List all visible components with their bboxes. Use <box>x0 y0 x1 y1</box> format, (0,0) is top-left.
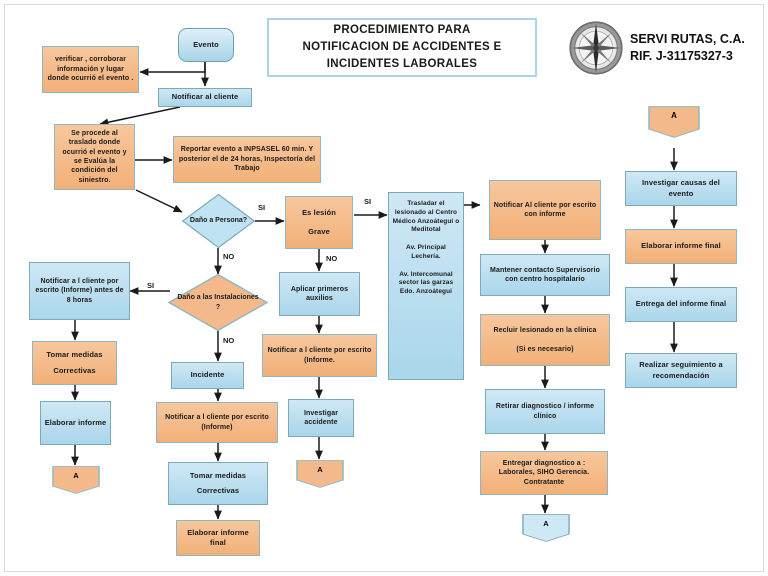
connector-a-far-right-label: A <box>671 111 677 120</box>
node-entregar-diagnostico[interactable]: Entregar diagnostico a : Laborales, SIHO… <box>480 451 608 495</box>
compass-rose-icon <box>569 21 623 75</box>
node-dano-instalaciones-label: Daño a las Instalaciones ? <box>177 294 259 311</box>
connector-a-left[interactable]: A <box>52 466 100 494</box>
node-recluir-line-2: (Si es necesario) <box>516 345 574 353</box>
node-elaborar-informe-final-label: Elaborar informe final <box>641 241 721 251</box>
node-notificar-escrito-informe-label: Notificar a l cliente por escrito (Infor… <box>267 347 372 364</box>
page-title-line-2: NOTIFICACION DE ACCIDENTES E <box>302 40 502 53</box>
node-investigar-accidente[interactable]: Investigar accidente <box>288 399 354 437</box>
connector-a-far-right[interactable]: A <box>648 106 700 138</box>
node-tomar-medidas-2-line-2: Correctivas <box>196 486 240 496</box>
node-dano-instalaciones[interactable]: Daño a las Instalaciones ? <box>168 274 268 331</box>
node-notificar-escrito-informe[interactable]: Notificar a l cliente por escrito (Infor… <box>262 334 377 377</box>
page-title-line-1: PROCEDIMIENTO PARA <box>333 23 471 36</box>
node-notificar-cliente-informe-label: Notificar Al cliente por escrito con inf… <box>493 201 597 218</box>
node-investigar-causas-label: Investigar causas del evento <box>642 178 720 198</box>
page-title: PROCEDIMIENTO PARA NOTIFICACION DE ACCID… <box>267 18 537 77</box>
node-entrega-informe-final[interactable]: Entrega del informe final <box>625 287 737 322</box>
node-se-procede-label: Se procede al traslado donde ocurrió el … <box>62 129 127 184</box>
node-evento-label: Evento <box>193 39 219 49</box>
node-elaborar-informe-final[interactable]: Elaborar informe final <box>625 229 737 264</box>
node-tomar-medidas-line-2: Correctivas <box>53 365 96 375</box>
company-rif: RIF. J-31175327-3 <box>630 49 733 63</box>
node-entregar-diagnostico-label: Entregar diagnostico a : Laborales, SIHO… <box>498 459 590 486</box>
node-dano-persona-label: Daño a Persona? <box>189 217 248 225</box>
connector-a-right-center-label: A <box>543 519 549 528</box>
node-elaborar-informe[interactable]: Elaborar informe <box>40 401 111 445</box>
node-realizar-seguimiento-label: Realizar seguimiento a recomendación <box>639 360 723 380</box>
node-recluir-lesionado[interactable]: Recluir lesionado en la clínica (Si es n… <box>480 314 610 366</box>
edge-label-si-instalaciones: SI <box>147 281 155 290</box>
pentagon-shape <box>522 514 570 542</box>
node-notificar-cliente-informe[interactable]: Notificar Al cliente por escrito con inf… <box>489 180 601 240</box>
node-investigar-accidente-label: Investigar accidente <box>303 409 339 426</box>
node-elaborar-informe-final-2[interactable]: Elaborar informe final <box>176 520 260 556</box>
node-notificar-cliente-label: Notificar al cliente <box>171 92 239 102</box>
node-trasladar-lesionado[interactable]: Trasladar el lesionado al Centro Médico … <box>388 192 464 380</box>
connector-a-left-label: A <box>73 471 79 480</box>
node-elaborar-informe-label: Elaborar informe <box>44 417 107 427</box>
node-notificar-cliente-escrito-2[interactable]: Notificar a l cliente por escrito (Infor… <box>156 402 278 443</box>
node-realizar-seguimiento[interactable]: Realizar seguimiento a recomendación <box>625 353 737 388</box>
node-se-procede[interactable]: Se procede al traslado donde ocurrió el … <box>54 124 135 190</box>
node-mantener-contacto-label: Mantener contacto Supervisorio con centr… <box>490 266 600 283</box>
node-elaborar-informe-final-2-label: Elaborar informe final <box>187 527 249 547</box>
node-verificar[interactable]: verificar , corroborar información y lug… <box>42 46 139 93</box>
connector-a-center[interactable]: A <box>296 460 344 488</box>
node-notificar-8-horas-label: Notificar a l cliente por escrito (Infor… <box>35 277 124 304</box>
edge-label-no-persona: NO <box>223 252 235 261</box>
node-tomar-medidas-2-line-1: Tomar medidas <box>189 470 247 480</box>
node-investigar-causas[interactable]: Investigar causas del evento <box>625 171 737 206</box>
edge-label-si-lesion: SI <box>364 197 372 206</box>
company-name: SERVI RUTAS, C.A. <box>630 32 745 47</box>
node-verificar-label: verificar , corroborar información y lug… <box>47 56 134 83</box>
company-logo: SERVI RUTAS, C.A. RIF. J-31175327-3 <box>568 20 745 76</box>
diamond-shape-persona <box>182 194 255 248</box>
node-mantener-contacto[interactable]: Mantener contacto Supervisorio con centr… <box>480 254 610 296</box>
node-trasladar-line-1: Trasladar el lesionado al Centro Médico … <box>392 200 460 234</box>
connector-a-center-label: A <box>317 465 323 474</box>
node-tomar-medidas-correctivas[interactable]: Tomar medidas Correctivas <box>32 341 117 385</box>
node-recluir-line-1: Recluir lesionado en la clínica <box>493 327 597 335</box>
node-retirar-diagnostico-label: Retirar diagnostico / informe clínico <box>495 403 595 420</box>
node-evento[interactable]: Evento <box>178 28 234 62</box>
page-title-line-3: INCIDENTES LABORALES <box>326 58 478 71</box>
node-trasladar-line-2: Av. Principal Lechería. <box>406 244 446 260</box>
node-incidente-label: Incidente <box>190 370 225 380</box>
node-notificar-8-horas[interactable]: Notificar a l cliente por escrito (Infor… <box>29 262 130 320</box>
node-notificar-cliente[interactable]: Notificar al cliente <box>158 88 252 107</box>
node-incidente[interactable]: Incidente <box>171 362 244 389</box>
node-dano-persona[interactable]: Daño a Persona? <box>182 194 255 248</box>
node-reportar-inpsasel-label: Reportar evento a INPSASEL 60 min. Y pos… <box>178 146 316 173</box>
connector-a-right-center[interactable]: A <box>522 514 570 542</box>
pentagon-shape <box>648 106 700 138</box>
node-tomar-medidas-correctivas-2[interactable]: Tomar medidas Correctivas <box>168 462 268 505</box>
edge-label-no-lesion: NO <box>326 254 338 263</box>
node-es-lesion-grave[interactable]: Es lesión Grave <box>285 196 353 249</box>
node-aplicar-primeros-auxilios[interactable]: Aplicar primeros auxilios <box>279 272 360 316</box>
node-entrega-informe-final-label: Entrega del informe final <box>635 299 727 309</box>
pentagon-shape <box>296 460 344 488</box>
node-notificar-cliente-escrito-2-label: Notificar a l cliente por escrito (Infor… <box>165 414 269 431</box>
node-es-lesion-line-2: Grave <box>308 226 330 236</box>
edge-label-no-instalaciones: NO <box>223 336 235 345</box>
node-retirar-diagnostico[interactable]: Retirar diagnostico / informe clínico <box>485 389 605 434</box>
node-reportar-inpsasel[interactable]: Reportar evento a INPSASEL 60 min. Y pos… <box>173 136 321 183</box>
node-trasladar-line-3: Av. Intercomunal sector las garzas Edo. … <box>398 270 454 296</box>
diamond-shape-instalaciones <box>168 274 268 331</box>
pentagon-shape <box>52 466 100 494</box>
node-tomar-medidas-line-1: Tomar medidas <box>46 349 103 359</box>
node-es-lesion-line-1: Es lesión <box>302 207 336 217</box>
node-aplicar-primeros-label: Aplicar primeros auxilios <box>290 285 349 302</box>
edge-label-si-persona: SI <box>258 203 266 212</box>
